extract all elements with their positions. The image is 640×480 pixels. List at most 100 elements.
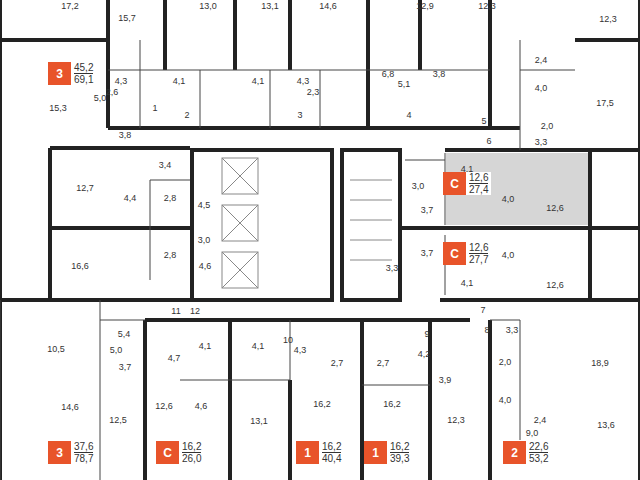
room-area: 3,0 bbox=[198, 236, 211, 245]
area-value: 12,6 bbox=[469, 172, 488, 184]
room-area: 4,3 bbox=[297, 77, 310, 86]
area-value: 78,7 bbox=[74, 453, 93, 464]
area-value: 12,6 bbox=[469, 242, 488, 254]
room-area: 3,7 bbox=[421, 249, 434, 258]
partitions bbox=[0, 40, 575, 480]
area-value: 40,4 bbox=[322, 453, 341, 464]
area-value: 69,1 bbox=[74, 74, 93, 85]
apartment-badge: С 12,627,7 bbox=[443, 242, 491, 265]
room-area: 5,0 bbox=[110, 346, 123, 355]
area-value: 22,6 bbox=[529, 441, 548, 453]
room-area: 12,6 bbox=[546, 281, 564, 290]
room-area: 9,0 bbox=[526, 429, 539, 438]
apartment-badge: С 16,226,0 bbox=[156, 441, 204, 464]
room-area: 4,6 bbox=[195, 402, 208, 411]
room-area: 6 bbox=[486, 137, 491, 146]
room-area: 3,4 bbox=[159, 161, 172, 170]
room-area: 4,5 bbox=[198, 201, 211, 210]
room-area: 2,7 bbox=[377, 359, 390, 368]
room-area: 13,1 bbox=[261, 2, 279, 11]
room-area: 5,4 bbox=[118, 330, 131, 339]
areas: 16,226,0 bbox=[179, 441, 204, 464]
room-area: 2,0 bbox=[499, 358, 512, 367]
room-count-text: С bbox=[450, 177, 459, 191]
room-area: 16,6 bbox=[71, 262, 89, 271]
room-area: 3,7 bbox=[421, 206, 434, 215]
room-area: 5,1 bbox=[398, 80, 411, 89]
room-area: 2,6 bbox=[106, 88, 119, 97]
room-area: 15,7 bbox=[118, 14, 136, 23]
room-area: 5 bbox=[481, 117, 486, 126]
room-area: 10,5 bbox=[47, 345, 65, 354]
area-value: 53,2 bbox=[529, 453, 548, 464]
area-value: 16,2 bbox=[182, 441, 201, 453]
room-area: 16,2 bbox=[313, 400, 331, 409]
areas: 16,240,4 bbox=[319, 441, 344, 464]
room-area: 12,6 bbox=[546, 204, 564, 213]
areas: 45,269,1 bbox=[71, 62, 96, 85]
room-count-text: 3 bbox=[56, 67, 63, 81]
room-count-text: 2 bbox=[511, 446, 518, 460]
room-area: 10 bbox=[283, 336, 293, 345]
room-area: 3,3 bbox=[535, 138, 548, 147]
room-area: 9 bbox=[424, 330, 429, 339]
apartment-badge: С 12,627,4 bbox=[443, 172, 491, 195]
room-area: 4,0 bbox=[502, 251, 515, 260]
room-area: 4,2 bbox=[418, 350, 431, 359]
room-area: 3,3 bbox=[386, 264, 399, 273]
room-area: 2,0 bbox=[541, 122, 554, 131]
apartment-badge: 3 45,269,1 bbox=[48, 62, 96, 85]
area-value: 16,2 bbox=[322, 441, 341, 453]
room-area: 17,2 bbox=[61, 2, 79, 11]
room-count: 2 bbox=[503, 441, 526, 464]
area-value: 27,7 bbox=[469, 254, 488, 265]
room-area: 18,9 bbox=[591, 359, 609, 368]
room-area: 2,4 bbox=[534, 416, 547, 425]
area-value: 37,6 bbox=[74, 441, 93, 453]
areas: 16,239,3 bbox=[387, 441, 412, 464]
room-count: 3 bbox=[48, 441, 71, 464]
room-count-text: С bbox=[450, 247, 459, 261]
room-area: 3,9 bbox=[439, 376, 452, 385]
room-area: 12,3 bbox=[478, 2, 496, 11]
apartment-badge: 337,678,7 bbox=[48, 441, 96, 464]
room-area: 12,6 bbox=[155, 402, 173, 411]
room-area: 2 bbox=[184, 111, 189, 120]
room-area: 13,0 bbox=[199, 2, 217, 11]
room-area: 4,1 bbox=[461, 279, 474, 288]
room-area: 12,3 bbox=[599, 15, 617, 24]
room-area: 1 bbox=[152, 104, 157, 113]
area-value: 16,2 bbox=[390, 441, 409, 453]
room-area: 3,8 bbox=[433, 70, 446, 79]
room-count: С bbox=[443, 242, 466, 265]
room-area: 11 bbox=[171, 307, 180, 316]
area-value: 27,4 bbox=[469, 184, 488, 195]
room-area: 3,7 bbox=[119, 363, 132, 372]
room-area: 14,6 bbox=[319, 2, 337, 11]
room-area: 4,7 bbox=[168, 354, 181, 363]
room-area: 2,3 bbox=[307, 88, 320, 97]
areas: 22,653,2 bbox=[526, 441, 551, 464]
room-area: 12,5 bbox=[109, 416, 127, 425]
area-value: 26,0 bbox=[182, 453, 201, 464]
room-area: 4,1 bbox=[252, 342, 265, 351]
room-area: 12 bbox=[190, 307, 200, 316]
room-area: 4,3 bbox=[294, 346, 307, 355]
apartment-badge: 116,240,4 bbox=[296, 441, 344, 464]
apartment-badge: 116,239,3 bbox=[364, 441, 412, 464]
room-area: 4,1 bbox=[252, 77, 265, 86]
room-area: 2,4 bbox=[535, 56, 548, 65]
room-count-text: С bbox=[163, 446, 172, 460]
room-area: 2,7 bbox=[331, 359, 344, 368]
room-area: 12,9 bbox=[416, 2, 434, 11]
area-value: 39,3 bbox=[390, 453, 409, 464]
room-area: 3,3 bbox=[506, 326, 519, 335]
room-area: 3,8 bbox=[119, 131, 132, 140]
room-area: 2,8 bbox=[164, 194, 177, 203]
elevator-shafts bbox=[222, 158, 392, 288]
room-area: 4,6 bbox=[199, 262, 212, 271]
room-area: 2,8 bbox=[164, 251, 177, 260]
room-area: 12,3 bbox=[447, 416, 465, 425]
areas: 12,627,4 bbox=[466, 172, 491, 195]
